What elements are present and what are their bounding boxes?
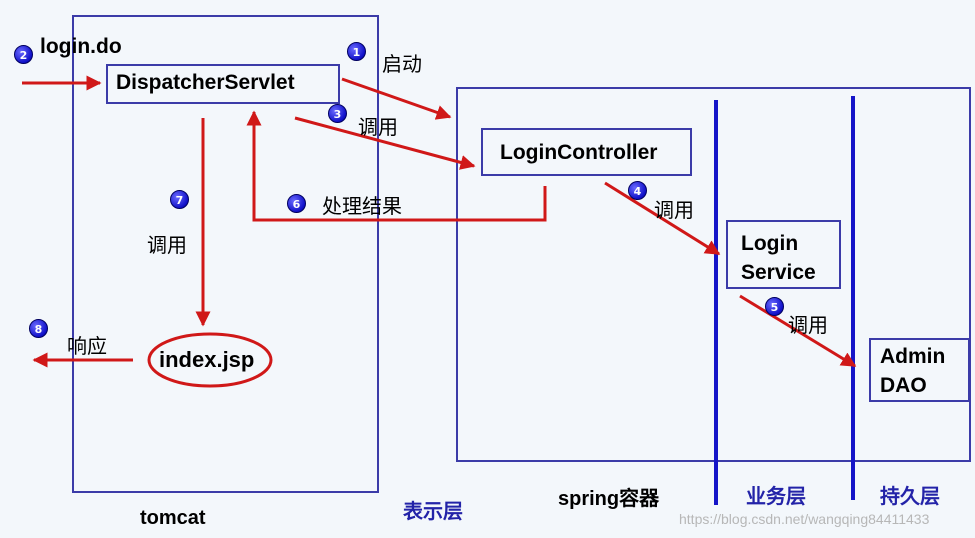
step-badge-2: 2 [14, 45, 33, 64]
presentation-layer-label: 表示层 [403, 501, 463, 523]
response-label: 响应 [67, 336, 107, 358]
tomcat-label: tomcat [140, 507, 206, 529]
persistence-layer-label: 持久层 [880, 486, 940, 508]
admin-dao-label-1: Admin [880, 345, 946, 368]
login-service-box [726, 220, 841, 289]
step-badge-7: 7 [170, 190, 189, 209]
call-index-label: 调用 [147, 235, 187, 257]
index-jsp-label: index.jsp [159, 347, 255, 372]
login-service-label-1: Login [741, 232, 799, 255]
login-do-label: login.do [40, 35, 122, 58]
step-badge-6: 6 [287, 194, 306, 213]
start-label: 启动 [382, 54, 422, 76]
call-controller-label: 调用 [358, 117, 398, 139]
spring-container-frame [456, 87, 971, 462]
watermark: https://blog.csdn.net/wangqing84411433 [679, 511, 930, 527]
step-badge-1: 1 [347, 42, 366, 61]
arrow-start [341, 77, 452, 120]
index-jsp-ellipse [147, 332, 273, 388]
login-controller-box [481, 128, 692, 176]
login-service-label-2: Service [741, 261, 816, 284]
arrow-call-controller [294, 116, 476, 170]
call-service-label: 调用 [654, 200, 694, 222]
step-badge-5: 5 [765, 297, 784, 316]
login-controller-label: LoginController [500, 141, 658, 164]
arrow-call-service [604, 181, 721, 256]
business-layer-label: 业务层 [746, 486, 806, 508]
spring-container-label: spring容器 [558, 488, 660, 510]
admin-dao-label-2: DAO [880, 374, 927, 397]
arrow-process-result [246, 110, 547, 222]
process-result-label: 处理结果 [322, 196, 402, 218]
step-badge-8: 8 [29, 319, 48, 338]
step-badge-4: 4 [628, 181, 647, 200]
call-dao-label: 调用 [788, 315, 828, 337]
dispatcher-servlet-label: DispatcherServlet [116, 71, 295, 94]
admin-dao-box [869, 338, 970, 402]
arrow-call-dao [739, 294, 857, 368]
tomcat-frame [72, 15, 379, 493]
dispatcher-servlet-box [106, 64, 340, 104]
step-badge-3: 3 [328, 104, 347, 123]
